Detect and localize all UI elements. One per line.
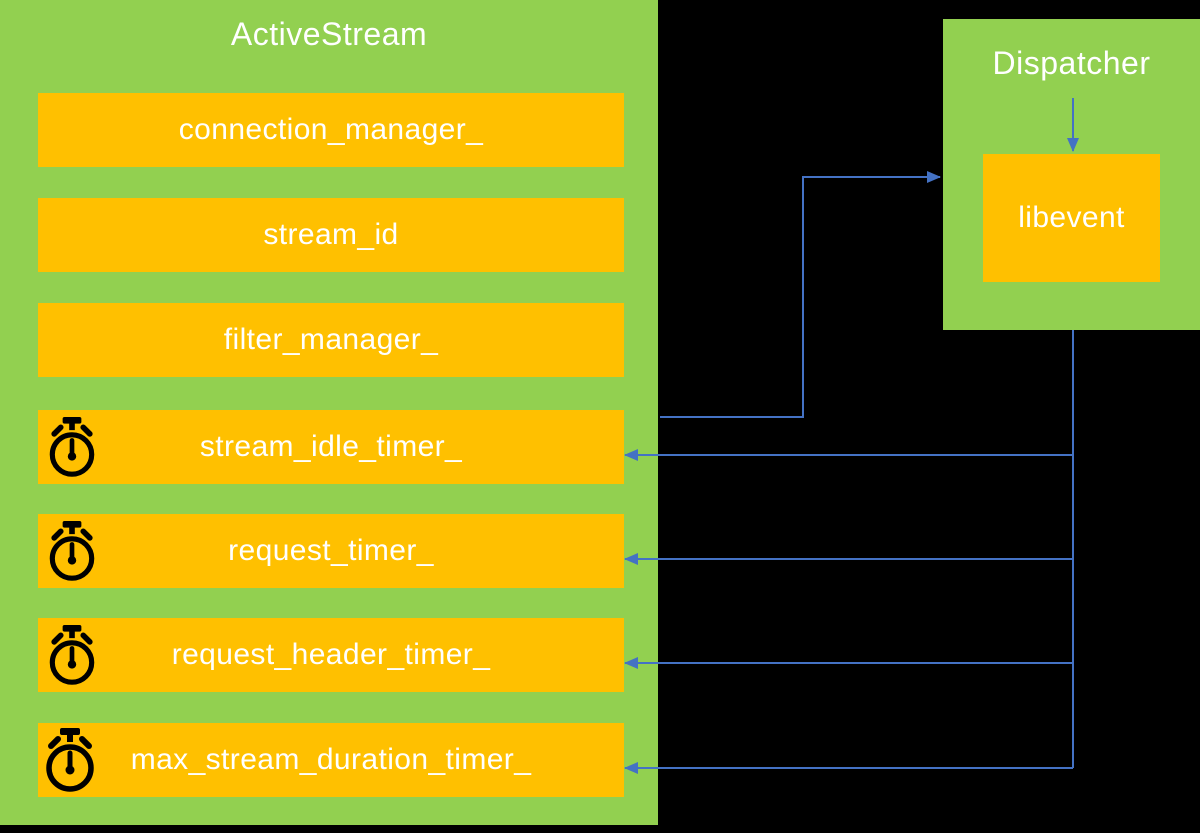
box-filter-manager: filter_manager_ [38, 303, 624, 377]
member-label: filter_manager_ [223, 323, 439, 356]
member-label: stream_idle_timer_ [199, 430, 463, 463]
member-label: request_header_timer_ [171, 638, 491, 671]
box-libevent: libevent [983, 154, 1160, 282]
box-connection-manager: connection_manager_ [38, 93, 624, 167]
member-label: max_stream_duration_timer_ [130, 743, 532, 776]
dispatcher-group: Dispatcher libevent [943, 19, 1200, 330]
arrow-activestream-to-dispatcher [660, 171, 941, 418]
activestream-group: ActiveStream connection_manager_ stream_… [0, 0, 658, 825]
box-request-timer: request_timer_ [38, 514, 624, 588]
member-label: connection_manager_ [178, 113, 484, 146]
box-request-header-timer: request_header_timer_ [38, 618, 624, 692]
stopwatch-icon [49, 521, 95, 581]
stopwatch-icon [49, 625, 95, 685]
dispatcher-title: Dispatcher [992, 45, 1151, 81]
stopwatch-icon [49, 417, 95, 477]
box-max-stream-duration-timer: max_stream_duration_timer_ [38, 723, 624, 797]
activestream-title: ActiveStream [230, 16, 428, 52]
stopwatch-icon [46, 728, 94, 792]
member-label: stream_id [263, 218, 399, 251]
box-stream-id: stream_id [38, 198, 624, 272]
member-label: request_timer_ [228, 534, 434, 567]
member-label: libevent [1018, 201, 1125, 234]
box-stream-idle-timer: stream_idle_timer_ [38, 410, 624, 484]
